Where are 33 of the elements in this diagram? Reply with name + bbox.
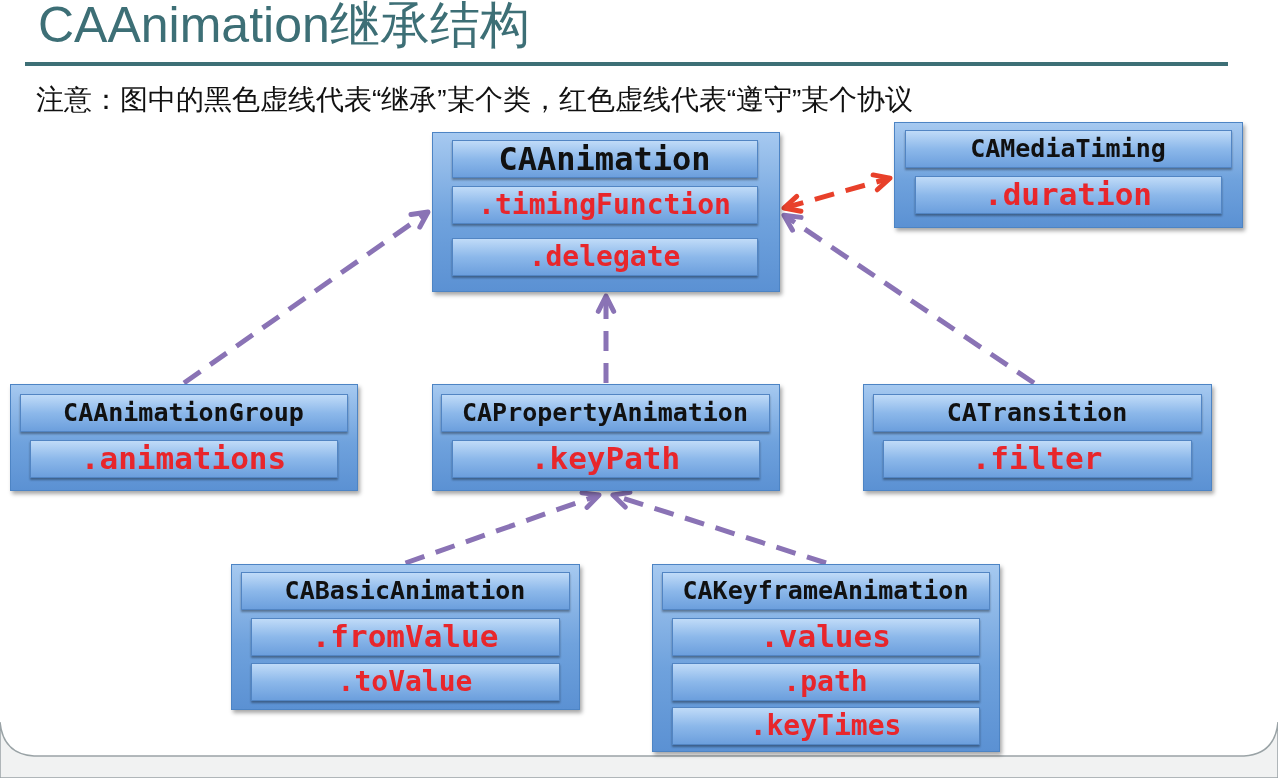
class-box [894, 122, 1243, 228]
dashed-arrow [781, 172, 893, 214]
class-header: CABasicAnimation [240, 571, 570, 610]
dashed-arrow [610, 489, 827, 566]
property-bar: .path [671, 662, 980, 701]
class-header: CAKeyframeAnimation [661, 571, 990, 610]
dashed-arrow [404, 490, 602, 566]
class-box [10, 384, 358, 491]
property-bar: .values [671, 617, 980, 656]
dashed-arrow [182, 209, 431, 386]
class-header: CAAnimation [451, 139, 758, 178]
class-header: CAPropertyAnimation [440, 393, 770, 432]
class-box [231, 564, 580, 710]
dashed-arrow [781, 212, 1036, 386]
class-header: CAMediaTiming [904, 129, 1232, 168]
class-header: CATransition [872, 393, 1202, 432]
property-bar: .delegate [451, 237, 758, 276]
class-box [863, 384, 1212, 491]
property-bar: .keyTimes [671, 706, 980, 745]
note: 注意：图中的黑色虚线代表“继承”某个类，红色虚线代表“遵守”某个协议 [36, 83, 914, 117]
title: CAAnimation继承结构 [38, 0, 530, 55]
property-bar: .timingFunction [451, 185, 758, 224]
property-bar: .duration [914, 175, 1222, 214]
property-bar: .filter [882, 439, 1192, 478]
property-bar: .animations [29, 439, 338, 478]
class-box [432, 132, 780, 292]
property-bar: .toValue [250, 662, 560, 701]
dashed-arrow [595, 293, 617, 383]
property-bar: .fromValue [250, 617, 560, 656]
class-header: CAAnimationGroup [19, 393, 348, 432]
class-box [432, 384, 780, 491]
property-bar: .keyPath [451, 439, 760, 478]
class-box [652, 564, 1000, 752]
